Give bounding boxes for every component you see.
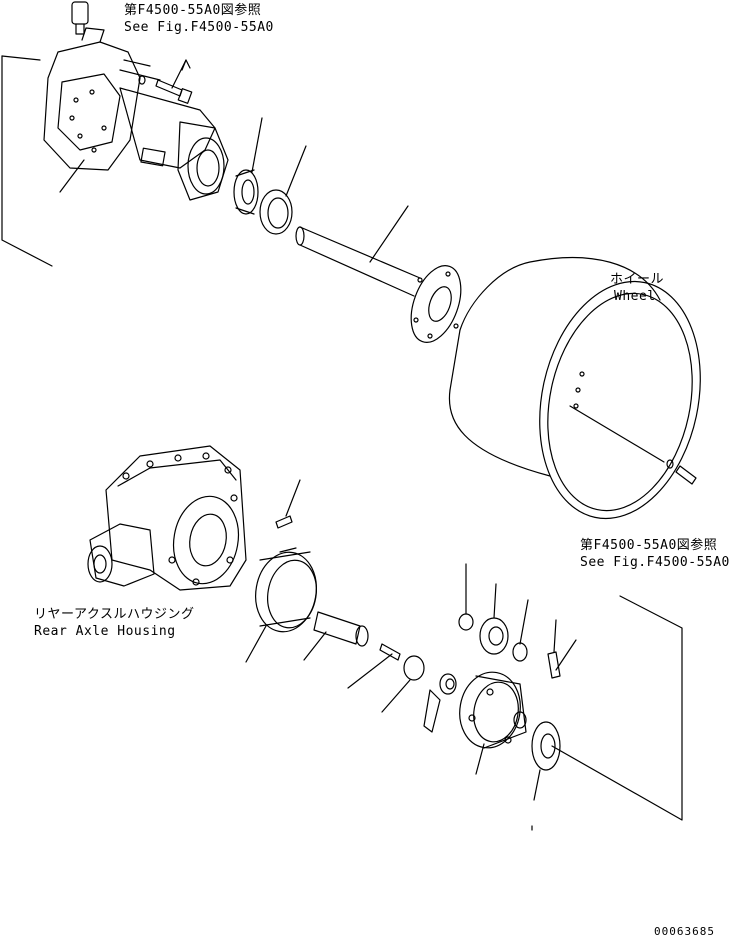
rear-axle-housing-part (88, 446, 246, 590)
wheel-label-en: Wheel (614, 289, 656, 304)
seal-ring-part (260, 146, 306, 234)
washer-part (513, 600, 528, 661)
reference-note-right-jp: 第F4500-55A0図参照 (580, 538, 718, 553)
roller-pin-part (548, 620, 576, 678)
planet-gear-part (480, 584, 508, 654)
wheel-label-jp: ホイール (610, 272, 665, 287)
group-bracket-line (2, 56, 52, 266)
thrust-washer-part (348, 644, 424, 712)
reference-note-top-jp: 第F4500-55A0図参照 (124, 3, 262, 18)
bearing-part (234, 118, 262, 214)
sun-gear-shaft-part (304, 612, 368, 660)
group-bracket-line (2, 56, 40, 60)
axle-housing-part (44, 2, 228, 200)
ring-gear-part (246, 547, 322, 662)
housing-label-jp: リヤーアクスルハウジング (34, 607, 195, 622)
bolt-part (139, 60, 192, 103)
reference-note-top-en: See Fig.F4500-55A0 (124, 20, 274, 35)
planet-carrier-part (454, 667, 526, 774)
pin-part (276, 480, 300, 528)
carrier-bearing-part (532, 722, 560, 830)
reference-note-right-en: See Fig.F4500-55A0 (580, 555, 730, 570)
drawing-number: 00063685 (654, 925, 715, 938)
housing-label-en: Rear Axle Housing (34, 624, 176, 639)
nut-part (459, 564, 473, 630)
axle-shaft-part (296, 206, 470, 349)
wheel-part (449, 258, 721, 534)
group-bracket-line (552, 596, 682, 820)
leader-line (60, 160, 84, 192)
spacer-part (424, 674, 456, 732)
